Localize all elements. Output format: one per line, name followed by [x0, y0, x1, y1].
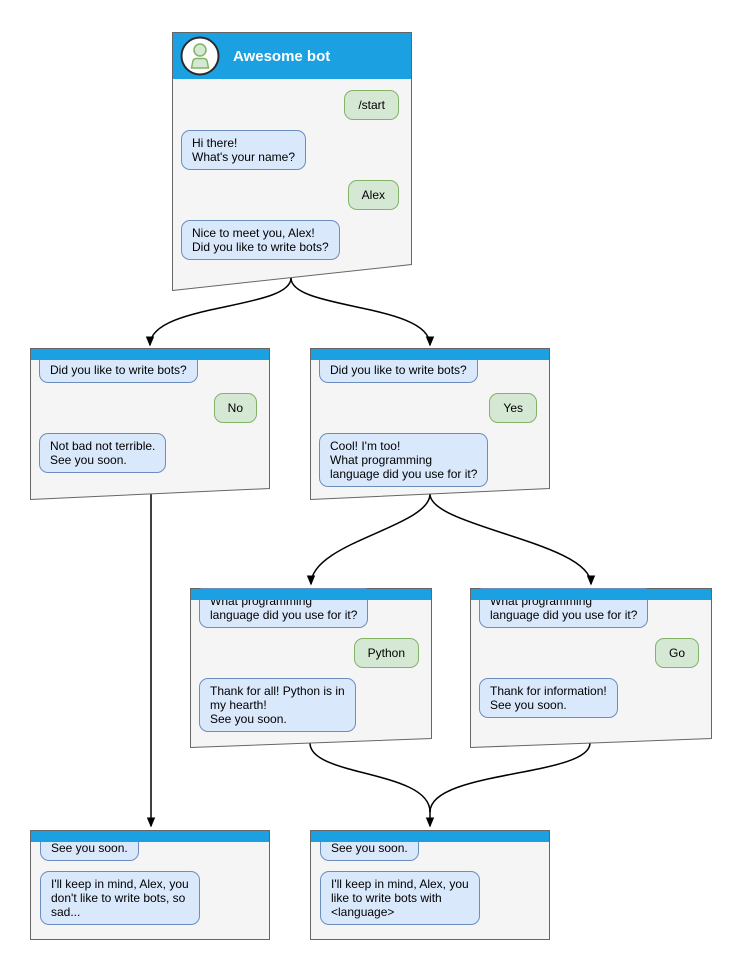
chat-header [311, 831, 549, 842]
chat-header [191, 589, 431, 600]
bot-message-bubble: Did you like to write bots? [319, 357, 478, 383]
chat-header: Awesome bot [173, 33, 411, 79]
chat-title: Awesome bot [233, 47, 331, 65]
bot-message-bubble: Not bad not terrible. See you soon. [39, 433, 167, 473]
user-message-bubble: Yes [489, 393, 537, 423]
chat-messages: What programming language did you use fo… [191, 588, 431, 732]
chat-messages: Did you like to write bots? Yes Cool! I'… [311, 357, 549, 487]
arrow-root-to-no [145, 277, 292, 347]
arrow-go-to-merge [429, 742, 591, 813]
bot-message-bubble: Cool! I'm too! What programming language… [319, 433, 489, 487]
chat-header [31, 831, 269, 842]
bot-message-bubble: Nice to meet you, Alex! Did you like to … [181, 220, 340, 260]
arrow-yes-to-python [306, 493, 431, 586]
user-message-bubble: Alex [347, 180, 399, 210]
chat-window-branch-no: Did you like to write bots? No Not bad n… [30, 348, 270, 500]
bot-message-bubble: Did you like to write bots? [39, 357, 198, 383]
user-message-bubble: /start [344, 90, 399, 120]
chat-window-end-sad: See you soon. I'll keep in mind, Alex, y… [30, 830, 270, 940]
user-message-bubble: Go [654, 638, 699, 668]
chat-header [311, 349, 549, 360]
bot-avatar-icon [180, 36, 220, 76]
arrow-python-to-merge [309, 742, 431, 813]
bot-message-bubble: Thank for information! See you soon. [479, 678, 618, 718]
bot-message-bubble: I'll keep in mind, Alex, you don't like … [40, 871, 200, 925]
chat-window-branch-yes: Did you like to write bots? Yes Cool! I'… [310, 348, 550, 500]
chat-messages: Did you like to write bots? No Not bad n… [31, 357, 269, 473]
bot-message-bubble: Thank for all! Python is in my hearth! S… [199, 678, 356, 732]
arrow-root-to-yes [290, 277, 435, 347]
chat-messages: /start Hi there! What's your name? Alex … [173, 79, 411, 260]
chat-messages: What programming language did you use fo… [471, 588, 711, 718]
chat-window-branch-python: What programming language did you use fo… [190, 588, 432, 748]
arrow-yes-to-go [429, 493, 596, 586]
chat-messages: See you soon. I'll keep in mind, Alex, y… [312, 835, 548, 925]
chat-header [471, 589, 711, 600]
bot-message-bubble: I'll keep in mind, Alex, you like to wri… [320, 871, 480, 925]
chat-header [31, 349, 269, 360]
chat-window-end-language: See you soon. I'll keep in mind, Alex, y… [310, 830, 550, 940]
chat-messages: See you soon. I'll keep in mind, Alex, y… [32, 835, 268, 925]
user-message-bubble: No [213, 393, 257, 423]
chat-window-root: Awesome bot /start Hi there! What's your… [172, 32, 412, 291]
bot-message-bubble: Hi there! What's your name? [181, 130, 307, 170]
chat-window-branch-go: What programming language did you use fo… [470, 588, 712, 748]
user-message-bubble: Python [353, 638, 419, 668]
